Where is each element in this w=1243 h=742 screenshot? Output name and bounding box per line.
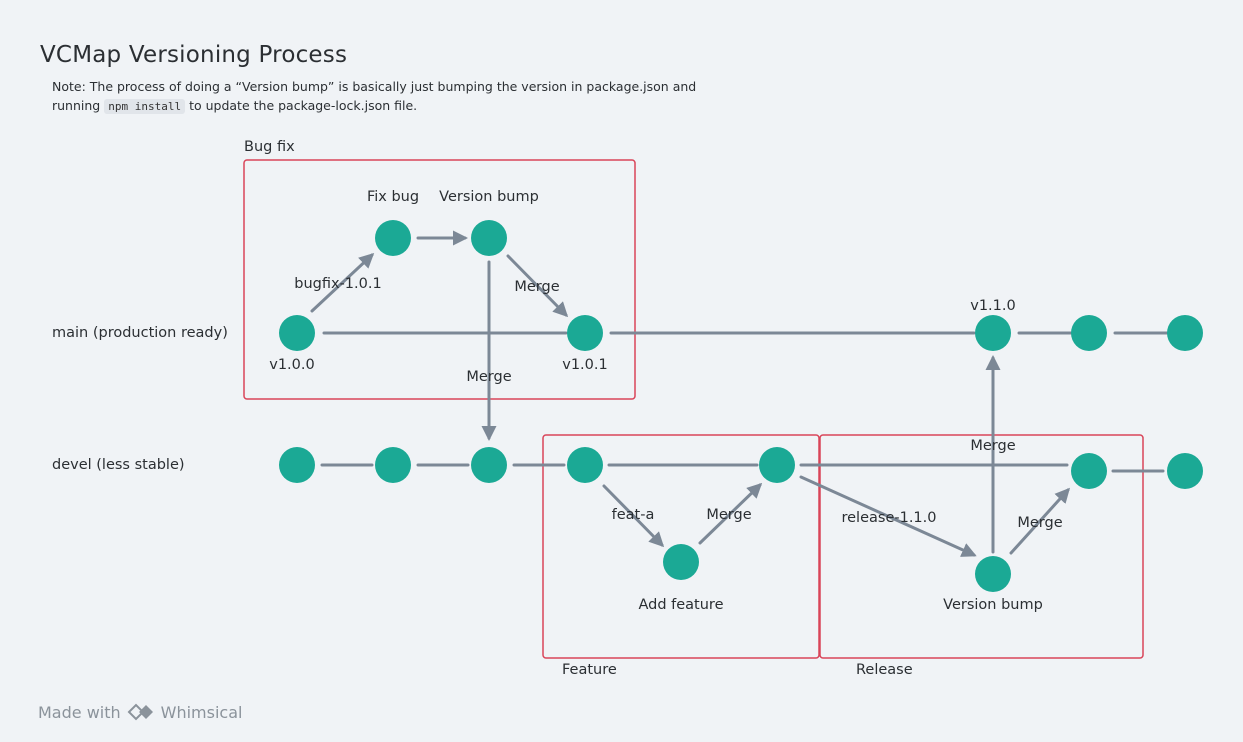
note: Note: The process of doing a “Version bu… [52,77,696,116]
node-main-v101 [567,315,603,351]
box-label-release: Release [856,662,913,678]
node-fix-bug [375,220,411,256]
note-line-2-prefix: running [52,98,101,113]
label-version-bump-release: Version bump [943,597,1043,613]
edge-feat-merge [698,482,763,545]
node-version-bump-bugfix [471,220,507,256]
label-bugfix-branch: bugfix-1.0.1 [294,276,381,292]
note-line-1: Note: The process of doing a “Version bu… [52,79,697,94]
edge-feat-a [602,484,665,548]
whimsical-brand: Whimsical [160,702,243,722]
node-version-bump-release [975,556,1011,592]
label-merge-down: Merge [466,369,511,385]
node-main-v100 [279,315,315,351]
label-v101: v1.0.1 [562,357,607,373]
feature-box [542,434,820,659]
node-devel-2 [375,447,411,483]
label-version-bump-top: Version bump [439,189,539,205]
node-main-after-1 [1071,315,1107,351]
label-merge-release: Merge [1017,515,1062,531]
label-merge-feat: Merge [706,507,751,523]
lane-label-main: main (production ready) [52,325,228,341]
node-devel-6 [1071,453,1107,489]
node-devel-4 [567,447,603,483]
edge-versionbump-merge-main [506,254,569,318]
box-label-bugfix: Bug fix [244,139,295,155]
label-merge-up: Merge [970,438,1015,454]
lane-label-devel: devel (less stable) [52,457,185,473]
edge-release-branch [799,475,977,557]
npm-install-code: npm install [104,99,186,114]
node-devel-1 [279,447,315,483]
node-devel-5 [759,447,795,483]
node-devel-7 [1167,453,1203,489]
edge-bugfix-branch [310,252,375,313]
label-release-branch: release-1.1.0 [841,510,936,526]
label-feat-a: feat-a [612,507,655,523]
label-v110: v1.1.0 [970,298,1015,314]
page-title: VCMap Versioning Process [40,42,348,68]
made-with-text: Made with [38,702,121,722]
label-fix-bug: Fix bug [367,189,419,205]
whimsical-logo-icon [127,703,153,721]
node-add-feature [663,544,699,580]
node-main-after-2 [1167,315,1203,351]
node-main-v110 [975,315,1011,351]
bugfix-box [243,159,636,400]
label-merge-bugfix: Merge [514,279,559,295]
node-devel-3 [471,447,507,483]
box-label-feature: Feature [562,662,617,678]
note-line-2-suffix: to update the package-lock.json file. [189,98,418,113]
release-box [819,434,1144,659]
footer[interactable]: Made with Whimsical [38,702,242,722]
label-v100: v1.0.0 [269,357,314,373]
edge-release-merge-devel [1009,487,1071,555]
label-add-feature: Add feature [638,597,723,613]
note-line-2: running npm install to update the packag… [52,96,696,116]
